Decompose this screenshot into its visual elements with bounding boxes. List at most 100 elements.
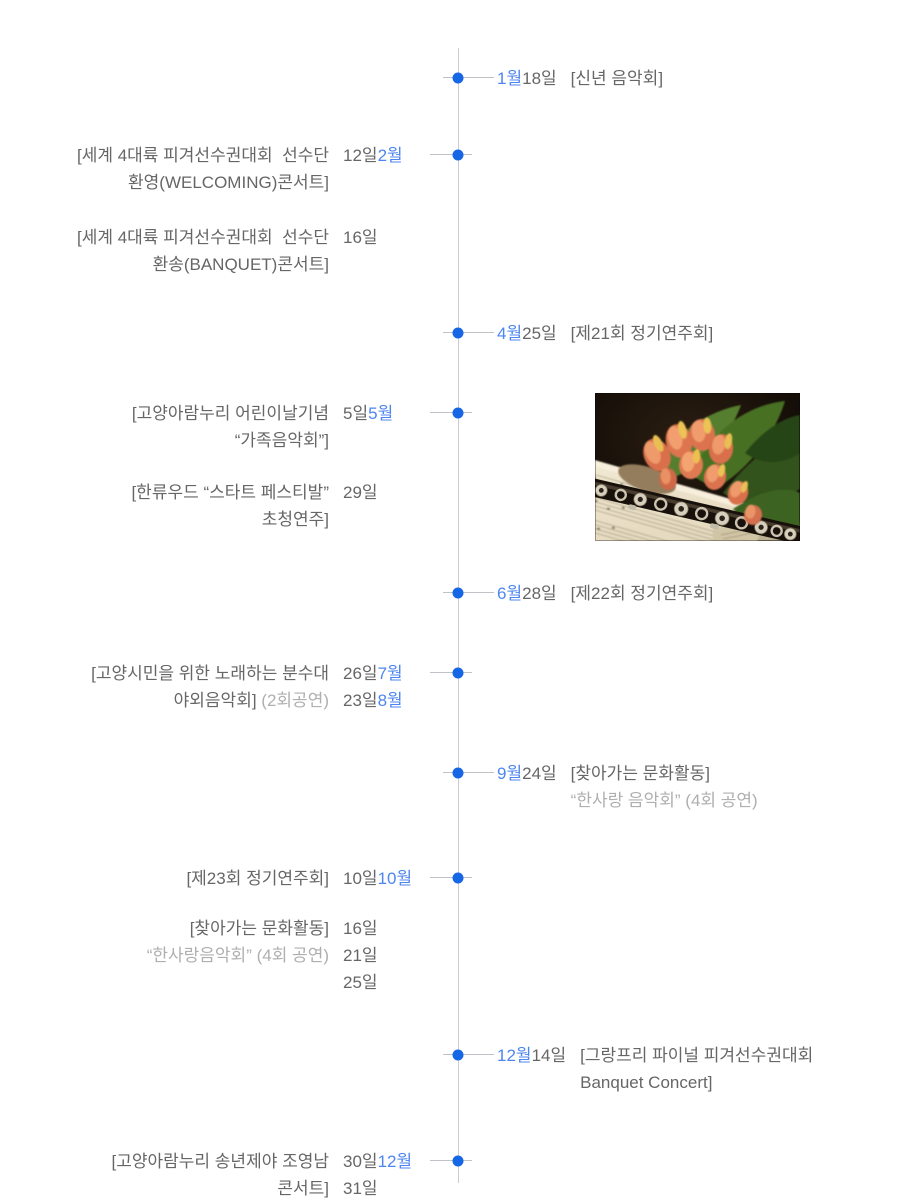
event-day: 14일 [531, 1046, 567, 1065]
event-date: 16일 [343, 915, 430, 942]
event-date: 5일5월 [343, 400, 430, 427]
event-date: 16일 [343, 224, 430, 251]
timeline-connector [443, 1054, 494, 1055]
event-month: 6월 [497, 584, 523, 603]
event-december-grand-prix-banquet: 12월14일 [그랑프리 파이널 피겨선수권대회 Banquet Concert… [497, 1042, 813, 1096]
event-subtitle: “한사랑음악회” (4회 공연) [146, 946, 329, 965]
event-subtitle: “한사랑 음악회” (4회 공연) [570, 791, 758, 810]
event-day: 30일 [343, 1152, 378, 1171]
tulips [643, 417, 763, 525]
event-january-new-year-concert: 1월18일 [신년 음악회] [497, 65, 663, 92]
event-date-3: 25일 [343, 969, 430, 996]
event-title-line2: 초청연주] [261, 510, 329, 529]
event-title-line2: 환송(BANQUET)콘서트] [152, 255, 329, 274]
event-title: [제23회 정기연주회] [186, 869, 329, 888]
event-day: 5일 [343, 404, 369, 423]
event-title: [고양아람누리 송년제야 조영남 [111, 1152, 330, 1171]
event-date-2: 31일 [343, 1175, 430, 1201]
event-title: [신년 음악회] [570, 69, 664, 88]
timeline-connector [443, 332, 494, 333]
timeline-dot [452, 667, 464, 679]
event-month: 5월 [368, 404, 394, 423]
event-september-culture-activity: 9월24일 [찾아가는 문화활동] “한사랑 음악회” (4회 공연) [497, 760, 758, 814]
timeline-dot [452, 767, 464, 779]
event-title-line2: 콘서트] [277, 1179, 329, 1198]
event-day: 18일 [522, 69, 557, 88]
event-day: 12일 [343, 146, 378, 165]
event-date: 6월28일 [497, 580, 557, 607]
timeline-connector [430, 1160, 472, 1161]
timeline-dot [452, 872, 464, 884]
timeline-connector [430, 877, 472, 878]
event-title: [세계 4대륙 피겨선수권대회 선수단 [76, 228, 329, 247]
concert-photo [595, 393, 800, 541]
timeline-dot [452, 587, 464, 599]
timeline-dot [452, 72, 464, 84]
timeline-connector [443, 772, 494, 773]
event-month: 7월 [377, 664, 403, 683]
event-day: 29일 [343, 483, 378, 502]
event-date-2: 23일8월 [343, 687, 430, 714]
event-month: 8월 [377, 691, 403, 710]
timeline-dot [452, 1049, 464, 1061]
timeline-connector [443, 592, 494, 593]
event-month: 4월 [497, 324, 523, 343]
event-day: 25일 [343, 973, 378, 992]
clarinet-tulips-illustration [595, 393, 800, 541]
event-month: 10월 [377, 869, 413, 888]
event-june-regular-concert-22: 6월28일 [제22회 정기연주회] [497, 580, 713, 607]
event-october-culture-activity: [찾아가는 문화활동] 16일 “한사랑음악회” (4회 공연) 21일 25일 [147, 915, 430, 996]
event-february-welcoming-concert: [세계 4대륙 피겨선수권대회 선수단 12일2월 환영(WELCOMING)콘… [77, 142, 430, 196]
event-date: 29일 [343, 479, 430, 506]
event-october-regular-concert-23: [제23회 정기연주회] 10일10월 [186, 865, 430, 892]
timeline-dot [452, 149, 464, 161]
event-day: 28일 [522, 584, 557, 603]
event-date: 4월25일 [497, 320, 557, 347]
event-title: [고양시민을 위한 노래하는 분수대 [91, 664, 329, 683]
timeline-dot [452, 1155, 464, 1167]
event-month: 12월 [377, 1152, 413, 1171]
timeline-connector [430, 672, 472, 673]
event-title-line2: 야외음악회] (2회공연) [91, 687, 329, 714]
event-december-year-end-concert: [고양아람누리 송년제야 조영남 30일12월 콘서트] 31일 [112, 1148, 431, 1201]
event-date: 1월18일 [497, 65, 557, 92]
event-date-2: 21일 [343, 942, 430, 969]
event-day: 31일 [343, 1179, 378, 1198]
event-title: [그랑프리 파이널 피겨선수권대회 [580, 1046, 814, 1065]
event-day: 24일 [522, 764, 557, 783]
event-title: [제22회 정기연주회] [570, 584, 714, 603]
event-day: 16일 [343, 228, 378, 247]
event-day: 25일 [522, 324, 557, 343]
event-title: [한류우드 “스타트 페스티발” [131, 483, 329, 502]
event-title-line2: 환영(WELCOMING)콘서트] [128, 173, 329, 192]
event-day: 16일 [343, 919, 378, 938]
event-title-line2-text: 야외음악회] [173, 691, 257, 710]
timeline-connector [430, 154, 472, 155]
event-title: [고양아람누리 어린이날기념 [131, 404, 329, 423]
event-april-regular-concert-21: 4월25일 [제21회 정기연주회] [497, 320, 713, 347]
event-february-banquet-concert: [세계 4대륙 피겨선수권대회 선수단 16일 환송(BANQUET)콘서트] [77, 224, 430, 278]
event-title: [제21회 정기연주회] [570, 324, 714, 343]
event-title: [찾아가는 문화활동] [570, 764, 710, 783]
timeline-connector [430, 412, 472, 413]
event-title-line2: “가족음악회”] [234, 431, 329, 450]
event-month: 1월 [497, 69, 523, 88]
event-day: 23일 [343, 691, 378, 710]
event-date: 9월24일 [497, 760, 557, 787]
event-day: 21일 [343, 946, 378, 965]
event-date: 30일12월 [343, 1148, 430, 1175]
event-may-family-concert: [고양아람누리 어린이날기념 5일5월 “가족음악회”] [132, 400, 430, 454]
event-month: 12월 [497, 1046, 532, 1065]
timeline-dot [452, 327, 464, 339]
event-day: 26일 [343, 664, 378, 683]
event-day: 10일 [343, 869, 378, 888]
event-title: [세계 4대륙 피겨선수권대회 선수단 [76, 146, 329, 165]
event-may-hallyuwood-festival: [한류우드 “스타트 페스티발” 29일 초청연주] [131, 479, 430, 533]
timeline-vertical-line [458, 48, 459, 1183]
timeline-dot [452, 407, 464, 419]
timeline-connector [443, 77, 494, 78]
event-date: 10일10월 [343, 865, 430, 892]
event-note: (2회공연) [256, 691, 329, 710]
event-title-line2: Banquet Concert] [580, 1073, 713, 1092]
